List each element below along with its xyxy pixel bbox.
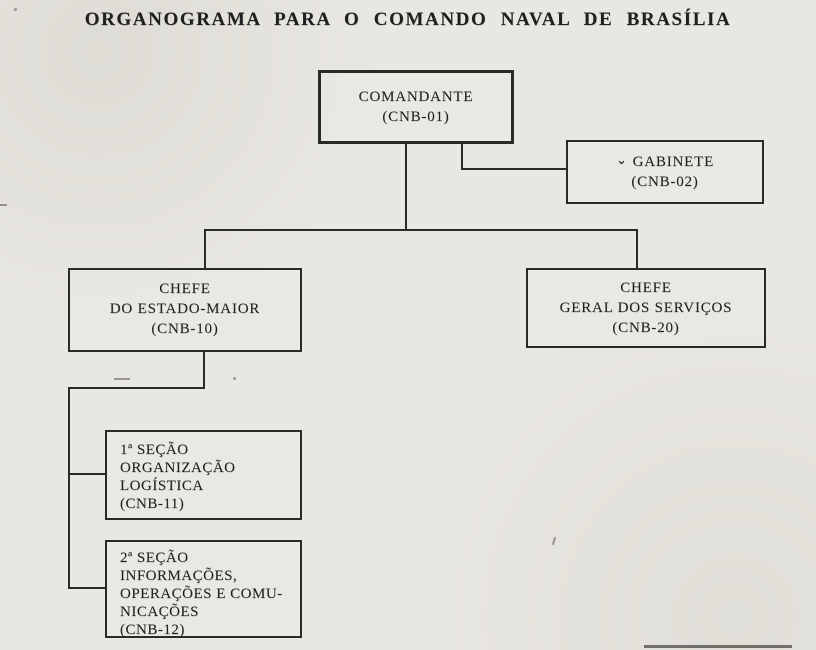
page-title: ORGANOGRAMA PARA O COMANDO NAVAL DE BRAS… [84, 9, 732, 30]
node-label-line: 1ª SEÇÃO [120, 442, 189, 458]
connector-right-drop [636, 229, 638, 268]
connector-gabinete-stub-vertical [461, 144, 463, 170]
node-comandante-name: COMANDANTE [358, 89, 474, 105]
node-label-line: (CNB-11) [120, 496, 185, 512]
node-gabinete-code: (CNB-02) [631, 174, 699, 190]
connector-comandante-down [405, 144, 407, 231]
node-chefe-geral-servicos: CHEFE GERAL DOS SERVIÇOS (CNB-20) [526, 268, 766, 348]
connector-secao2-stub [68, 587, 106, 589]
scan-artifact [551, 536, 557, 546]
connector-estado-maior-left [68, 387, 205, 389]
connector-left-drop [204, 229, 206, 268]
scan-artifact-line [644, 645, 792, 648]
connector-gabinete-horizontal [461, 168, 567, 170]
node-label-line: (CNB-12) [120, 622, 185, 638]
node-label-line: LOGÍSTICA [120, 478, 204, 494]
scan-artifact [114, 378, 130, 380]
scan-artifact [0, 204, 7, 206]
node-label-line: CHEFE [159, 281, 211, 297]
connector-secao1-stub [68, 473, 106, 475]
node-label-line: 2ª SEÇÃO [120, 550, 189, 566]
scan-artifact [233, 377, 236, 380]
node-label-line: CHEFE [620, 280, 672, 296]
node-comandante-code: (CNB-01) [382, 109, 450, 125]
node-label-line: INFORMAÇÕES, [120, 568, 238, 584]
connector-distribution-horizontal [204, 229, 638, 231]
node-label-line: (CNB-10) [151, 321, 219, 337]
connector-estado-maior-down [203, 350, 205, 389]
node-secao-1: 1ª SEÇÃO ORGANIZAÇÃO LOGÍSTICA (CNB-11) [105, 430, 302, 520]
node-gabinete-name-text: GABINETE [632, 154, 715, 170]
node-label-line: ORGANIZAÇÃO [120, 460, 236, 476]
node-label-line: GERAL DOS SERVIÇOS [559, 300, 733, 316]
node-label-line: DO ESTADO-MAIOR [109, 301, 261, 317]
node-comandante: COMANDANTE (CNB-01) [318, 70, 514, 144]
scan-artifact [14, 8, 17, 11]
node-label-line: (CNB-20) [612, 320, 680, 336]
node-label-line: NICAÇÕES [120, 604, 200, 620]
node-gabinete: ⌄ GABINETE (CNB-02) [566, 140, 764, 204]
check-mark-icon: ⌄ [615, 152, 628, 167]
node-secao-2: 2ª SEÇÃO INFORMAÇÕES, OPERAÇÕES E COMU- … [105, 540, 302, 638]
node-label-line: OPERAÇÕES E COMU- [120, 586, 283, 602]
node-chefe-estado-maior: CHEFE DO ESTADO-MAIOR (CNB-10) [68, 268, 302, 352]
node-gabinete-name: ⌄ GABINETE [568, 152, 762, 172]
connector-secoes-spine [68, 387, 70, 589]
